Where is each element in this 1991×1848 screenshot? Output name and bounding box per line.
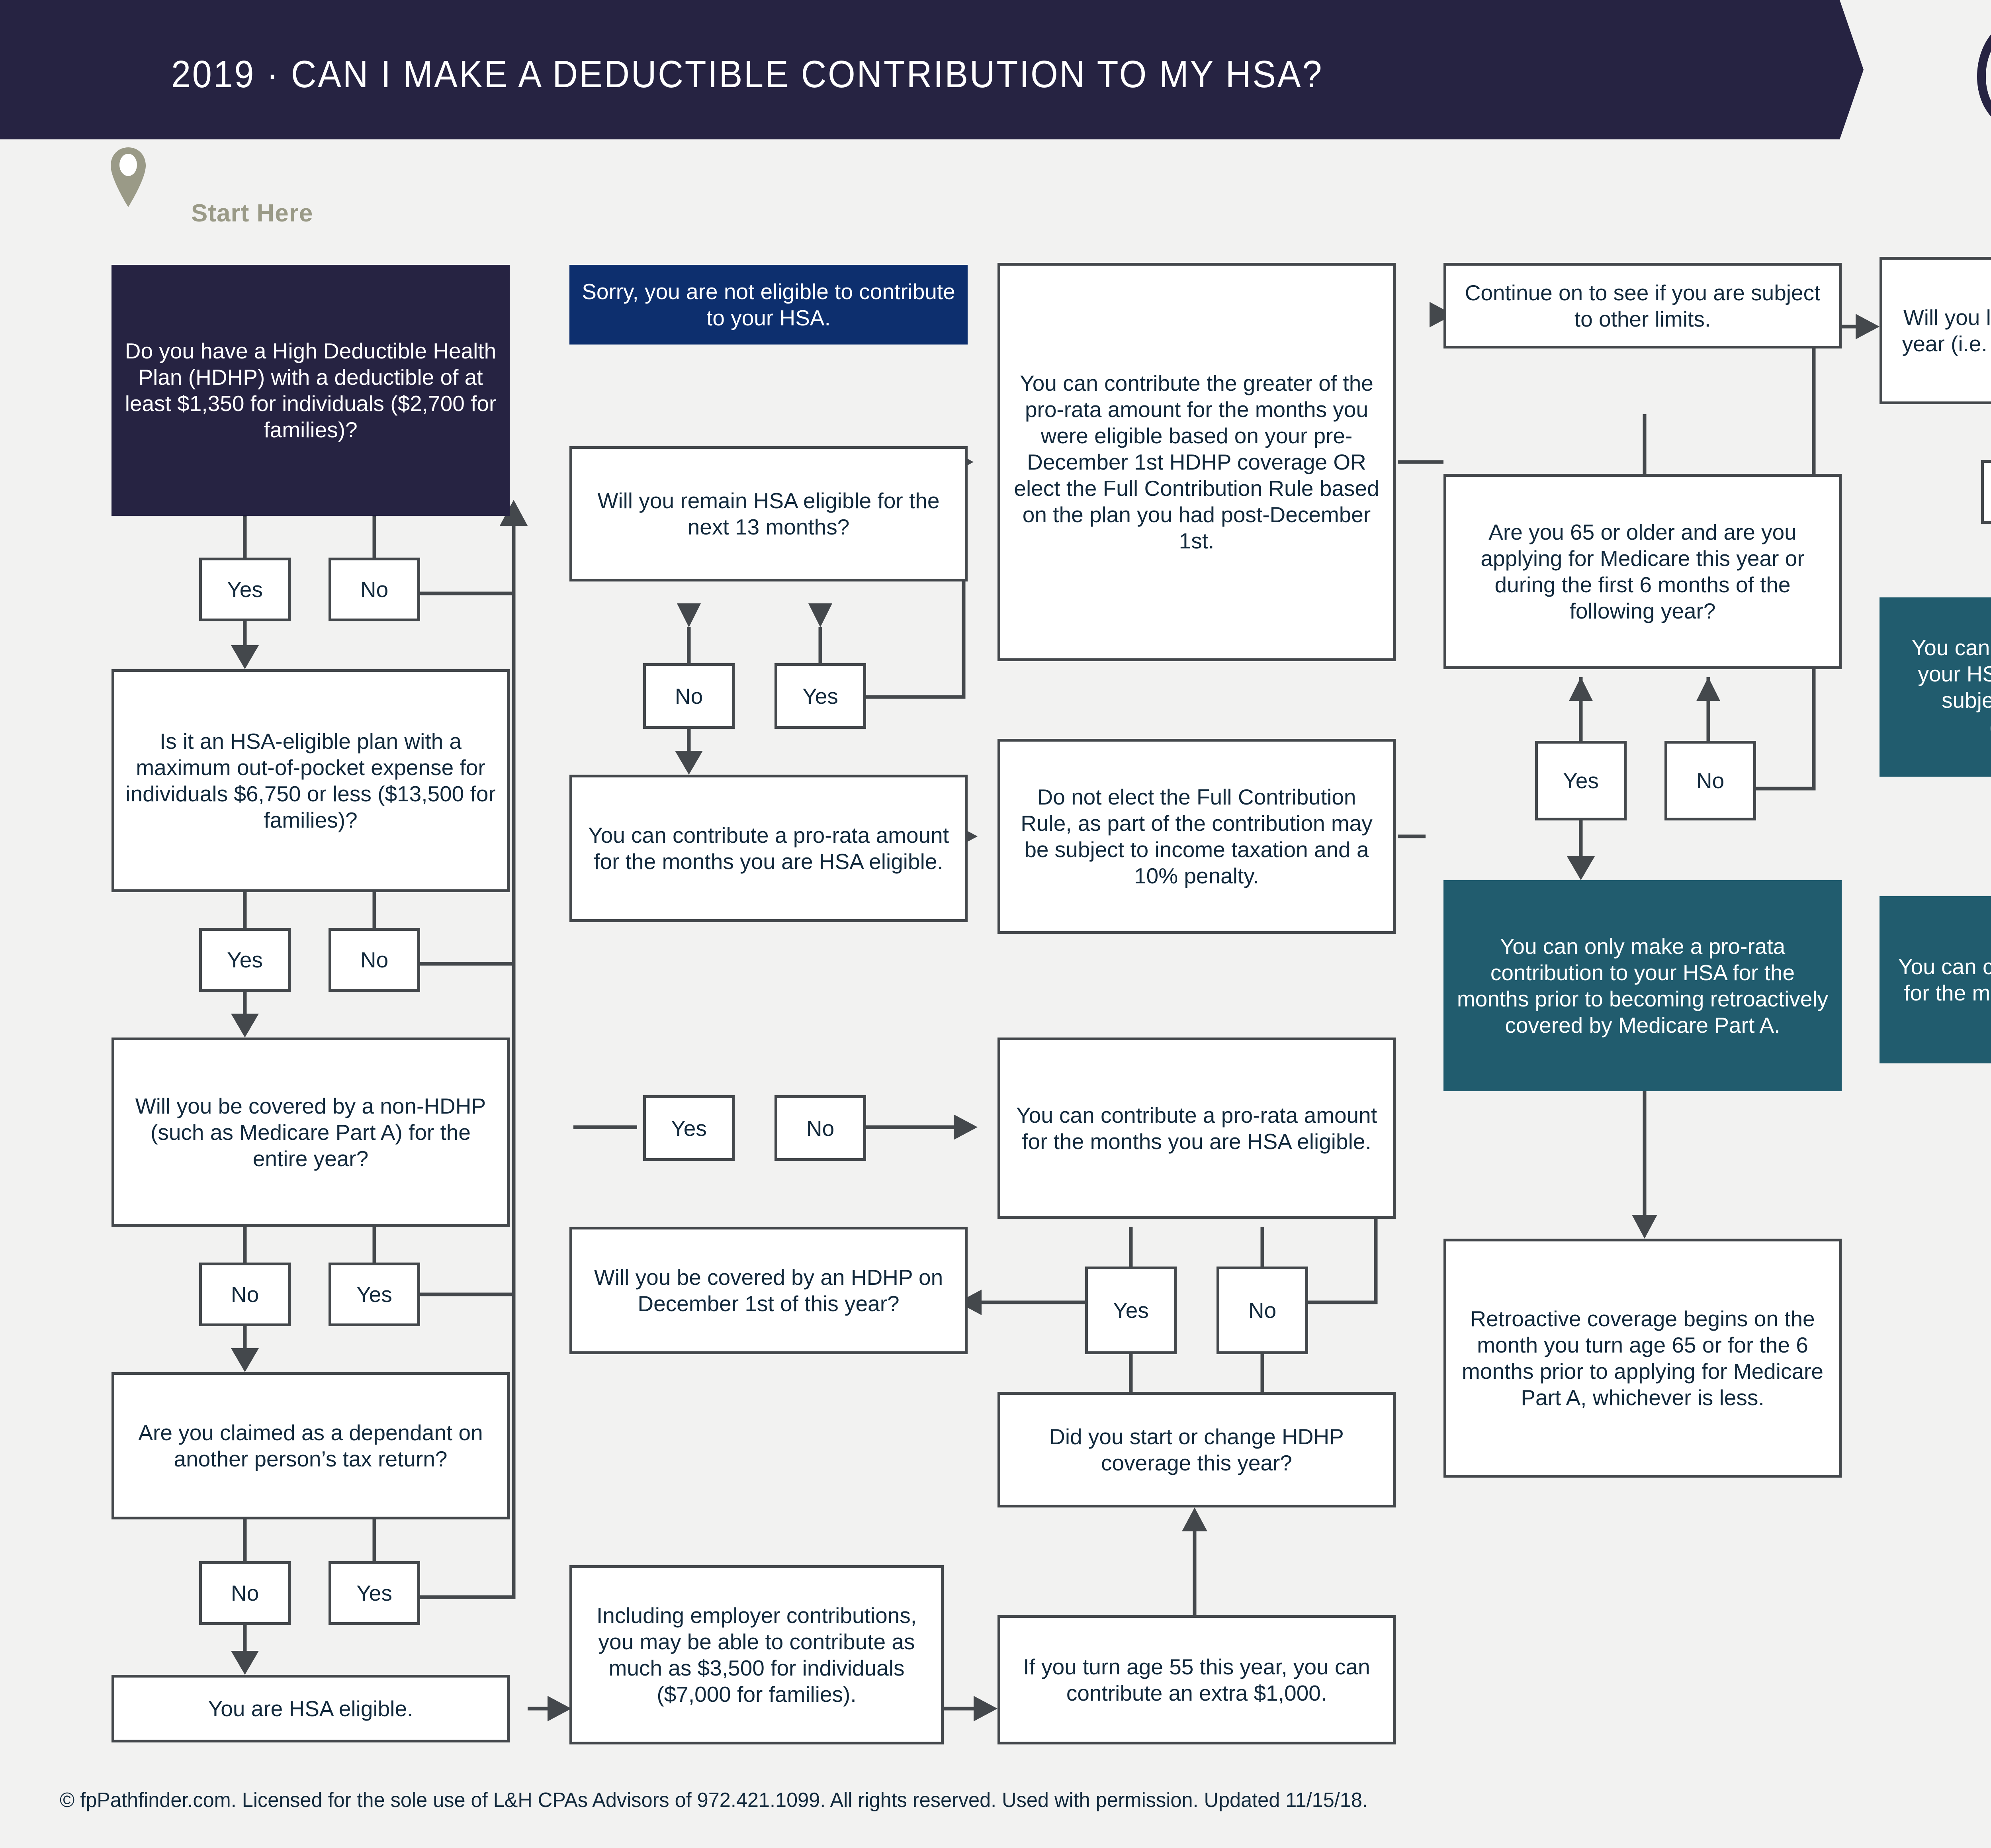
node-text: Will you be covered by an HDHP on Decemb… xyxy=(594,1265,943,1316)
node-text: You are HSA eligible. xyxy=(208,1696,413,1721)
branch-label: Yes xyxy=(802,683,838,709)
node-text: You can contribute a pro-rata amount for… xyxy=(1898,954,1991,1005)
node-text: Will you remain HSA eligible for the nex… xyxy=(597,488,940,539)
page-title: 2019 · CAN I MAKE A DEDUCTIBLE CONTRIBUT… xyxy=(171,53,1324,96)
node-text: You can make a full contribution to your… xyxy=(1911,635,1991,739)
node-full-contribution-result: You can make a full contribution to your… xyxy=(1880,597,1991,777)
branch-yes-n17[interactable]: Yes xyxy=(1535,741,1627,820)
node-text: Will you be covered by a non-HDHP (such … xyxy=(135,1093,486,1171)
node-text: Continue on to see if you are subject to… xyxy=(1465,280,1821,331)
node-oop-question: Is it an HSA-eligible plan with a maximu… xyxy=(111,669,510,892)
branch-label: No xyxy=(231,1581,259,1605)
node-prorata-result-b: You can contribute a pro-rata amount for… xyxy=(997,1038,1396,1219)
branch-no-n4[interactable]: No xyxy=(199,1561,291,1625)
node-start-change-question: Did you start or change HDHP coverage th… xyxy=(997,1392,1396,1507)
start-here-label: Start Here xyxy=(191,200,313,227)
node-text: Are you 65 or older and are you applying… xyxy=(1481,520,1805,623)
node-retroactive-result: Retroactive coverage begins on the month… xyxy=(1443,1239,1842,1478)
branch-no-n3[interactable]: No xyxy=(199,1263,291,1326)
branch-label: No xyxy=(360,947,389,972)
node-nonhdhp-question: Will you be covered by a non-HDHP (such … xyxy=(111,1038,510,1227)
branch-no-n1[interactable]: No xyxy=(329,558,420,621)
node-prorata-result-a: You can contribute a pro-rata amount for… xyxy=(569,775,968,922)
branch-label: No xyxy=(231,1282,259,1307)
node-text: Do not elect the Full Contribution Rule,… xyxy=(1021,785,1373,888)
node-text: You can contribute the greater of the pr… xyxy=(1014,371,1379,553)
node-text: Are you claimed as a dependant on anothe… xyxy=(138,1420,483,1471)
branch-yes-n2[interactable]: Yes xyxy=(199,928,291,992)
node-text: Including employer contributions, you ma… xyxy=(596,1603,917,1707)
branch-label: Yes xyxy=(356,1581,392,1605)
node-prorata-result-c: You can contribute a pro-rata amount for… xyxy=(1880,896,1991,1063)
footer-copyright: © fpPathfinder.com. Licensed for the sol… xyxy=(60,1789,1368,1812)
branch-label: No xyxy=(806,1116,835,1141)
node-hdhp-dec1-question: Will you be covered by an HDHP on Decemb… xyxy=(569,1227,968,1354)
logo-mark-icon xyxy=(1977,34,1991,116)
branch-yes-n9[interactable]: Yes xyxy=(643,1095,735,1161)
node-text: Do you have a High Deductible Health Pla… xyxy=(125,339,497,442)
node-text: If you turn age 55 this year, you can co… xyxy=(1023,1654,1370,1705)
branch-no-n7[interactable]: No xyxy=(643,663,735,729)
branch-no-n20[interactable]: No xyxy=(1981,460,1991,524)
node-text: You can contribute a pro-rata amount for… xyxy=(588,823,949,874)
header-notch xyxy=(1840,0,1864,139)
node-dependant-question: Are you claimed as a dependant on anothe… xyxy=(111,1372,510,1519)
branch-label: Yes xyxy=(1113,1298,1149,1323)
node-continue-result: Continue on to see if you are subject to… xyxy=(1443,263,1842,348)
node-lose-eligibility-question: Will you lose your HSA eligibility this … xyxy=(1880,257,1991,404)
node-text: Did you start or change HDHP coverage th… xyxy=(1049,1424,1344,1475)
node-text: Retroactive coverage begins on the month… xyxy=(1462,1306,1823,1410)
branch-yes-n3[interactable]: Yes xyxy=(329,1263,420,1326)
branch-yes-n4[interactable]: Yes xyxy=(329,1561,420,1625)
branch-no-n14[interactable]: No xyxy=(1217,1267,1308,1354)
node-contribution-limit-result: Including employer contributions, you ma… xyxy=(569,1565,944,1744)
node-do-not-elect-result: Do not elect the Full Contribution Rule,… xyxy=(997,739,1396,934)
company-logo: CPAs • ADVISORS xyxy=(1947,8,1991,135)
node-not-eligible-result: Sorry, you are not eligible to contribut… xyxy=(569,265,968,345)
branch-yes-n7[interactable]: Yes xyxy=(774,663,866,729)
node-medicare-question: Are you 65 or older and are you applying… xyxy=(1443,474,1842,669)
branch-label: Yes xyxy=(1563,768,1599,793)
branch-yes-n14[interactable]: Yes xyxy=(1085,1267,1177,1354)
node-catchup-result: If you turn age 55 this year, you can co… xyxy=(997,1615,1396,1744)
map-pin-icon xyxy=(111,147,146,207)
node-prorata-medicare-result: You can only make a pro-rata contributio… xyxy=(1443,880,1842,1091)
node-text: Will you lose your HSA eligibility this … xyxy=(1902,305,1991,356)
branch-no-n2[interactable]: No xyxy=(329,928,420,992)
branch-label: No xyxy=(360,577,389,602)
node-text: Sorry, you are not eligible to contribut… xyxy=(582,279,955,330)
node-text: You can contribute a pro-rata amount for… xyxy=(1016,1102,1377,1154)
node-hsa-eligible-result: You are HSA eligible. xyxy=(111,1675,510,1742)
branch-label: No xyxy=(675,683,703,709)
branch-no-n17[interactable]: No xyxy=(1664,741,1756,820)
node-text: You can only make a pro-rata contributio… xyxy=(1457,934,1829,1038)
branch-label: Yes xyxy=(356,1282,392,1307)
branch-no-n9[interactable]: No xyxy=(774,1095,866,1161)
branch-yes-n1[interactable]: Yes xyxy=(199,558,291,621)
branch-label: Yes xyxy=(671,1116,707,1141)
node-greater-prorata-result: You can contribute the greater of the pr… xyxy=(997,263,1396,661)
branch-label: Yes xyxy=(227,577,263,602)
branch-label: No xyxy=(1696,768,1725,793)
branch-label: Yes xyxy=(227,947,263,972)
node-remain-eligible-question: Will you remain HSA eligible for the nex… xyxy=(569,446,968,581)
header-banner xyxy=(0,0,1840,139)
branch-label: No xyxy=(1248,1298,1277,1323)
node-hdhp-question: Do you have a High Deductible Health Pla… xyxy=(111,265,510,516)
node-text: Is it an HSA-eligible plan with a maximu… xyxy=(125,729,496,832)
